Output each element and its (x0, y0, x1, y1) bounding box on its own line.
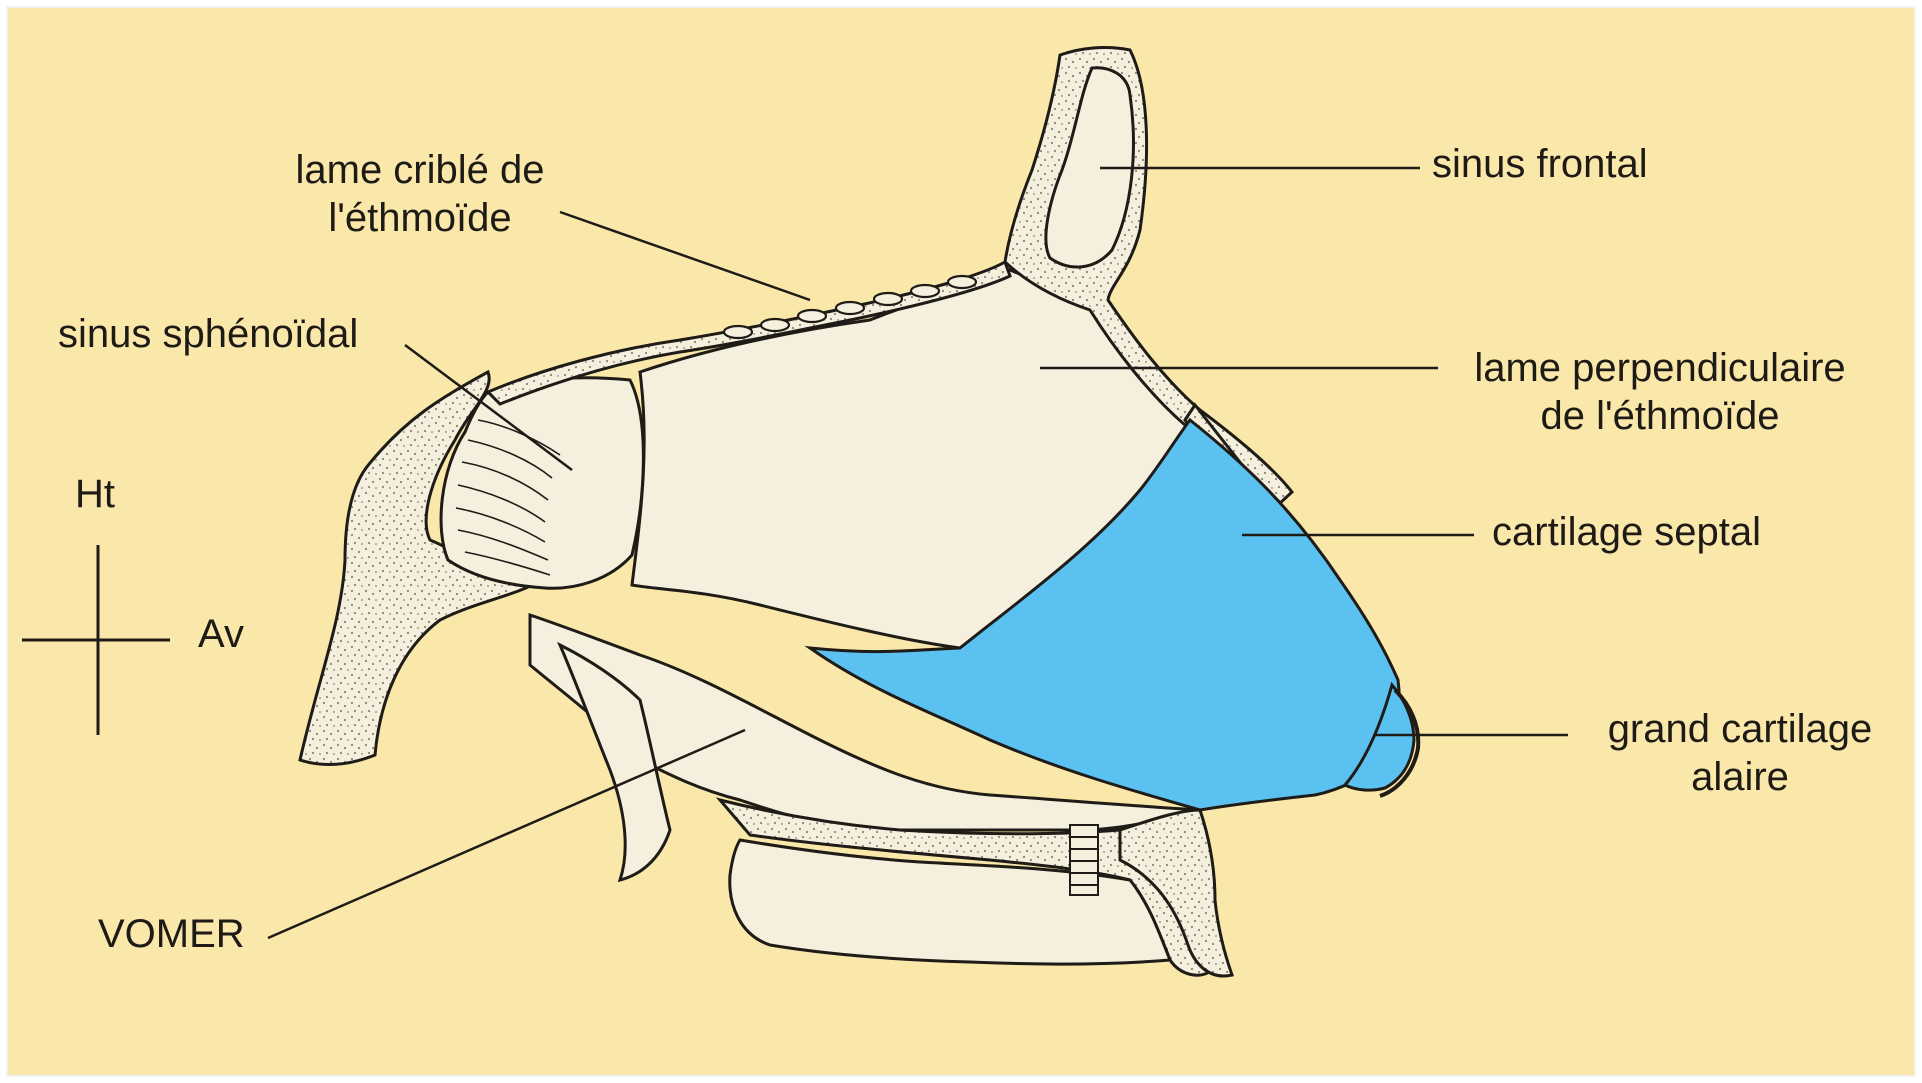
incisive-canal (1070, 825, 1098, 895)
label-sinus-frontal-text: sinus frontal (1432, 140, 1648, 188)
label-orientation-up: Ht (75, 470, 115, 518)
label-sinus-sphenoidal-text: sinus sphénoïdal (58, 310, 358, 358)
label-lame-perp-line2: de l'éthmoïde (1440, 392, 1880, 440)
label-sinus-sphenoidal: sinus sphénoïdal (58, 310, 358, 358)
label-vomer-text: VOMER (98, 910, 245, 958)
label-orientation-front: Av (198, 610, 244, 658)
label-grand-cartilage-alaire: grand cartilage alaire (1575, 705, 1905, 801)
label-sinus-frontal: sinus frontal (1432, 140, 1648, 188)
label-ht-text: Ht (75, 470, 115, 518)
label-cartilage-septal: cartilage septal (1492, 508, 1761, 556)
label-cartilage-septal-text: cartilage septal (1492, 508, 1761, 556)
label-vomer: VOMER (98, 910, 245, 958)
label-alaire-line1: grand cartilage (1575, 705, 1905, 753)
label-lame-perp-line1: lame perpendiculaire (1440, 344, 1880, 392)
label-alaire-line2: alaire (1575, 753, 1905, 801)
label-lame-perpendiculaire: lame perpendiculaire de l'éthmoïde (1440, 344, 1880, 440)
label-lame-crible-line2: l'éthmoïde (270, 194, 570, 242)
label-lame-crible-line1: lame criblé de (270, 146, 570, 194)
label-lame-crible: lame criblé de l'éthmoïde (270, 146, 570, 242)
label-av-text: Av (198, 610, 244, 658)
